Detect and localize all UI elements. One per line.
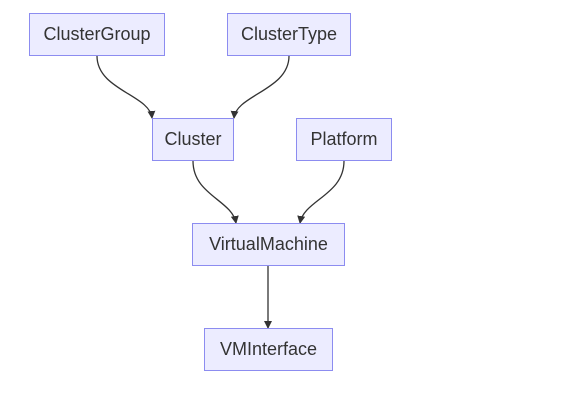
node-virtualmachine[interactable]: VirtualMachine	[192, 223, 345, 266]
node-clustertype[interactable]: ClusterType	[227, 13, 351, 56]
edge-clustergroup-to-cluster	[96, 55, 156, 119]
node-cluster[interactable]: Cluster	[152, 118, 234, 161]
edge-cluster-to-virtualmachine	[192, 160, 239, 224]
edge-platform-to-virtualmachine	[297, 160, 345, 224]
edge-clustertype-to-cluster	[230, 55, 290, 119]
node-platform[interactable]: Platform	[296, 118, 392, 161]
node-vminterface[interactable]: VMInterface	[204, 328, 333, 371]
node-clustergroup[interactable]: ClusterGroup	[29, 13, 165, 56]
